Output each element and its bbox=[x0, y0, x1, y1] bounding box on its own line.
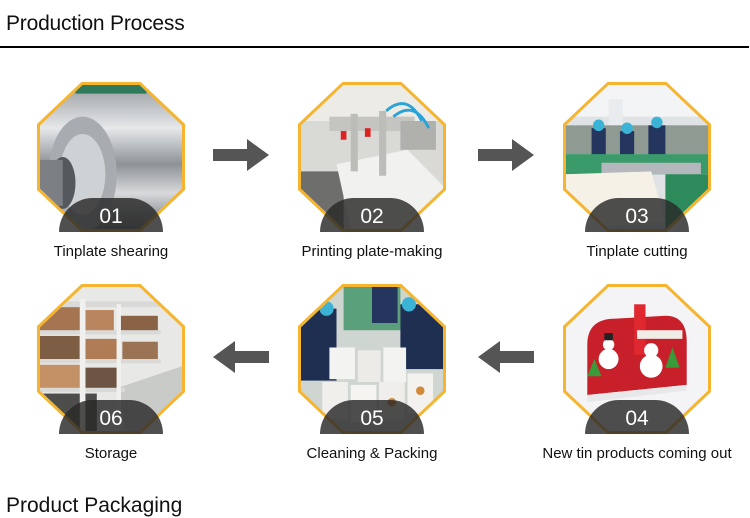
step-number-badge: 05 bbox=[320, 400, 424, 434]
step-label: New tin products coming out bbox=[542, 445, 732, 462]
process-step-06: 06 bbox=[37, 284, 185, 434]
step-number-badge: 03 bbox=[585, 198, 689, 232]
step-label: Cleaning & Packing bbox=[306, 445, 438, 462]
step-label: Tinplate cutting bbox=[586, 243, 688, 260]
title-divider bbox=[0, 46, 749, 48]
section-title: Production Process bbox=[6, 12, 185, 35]
step-number-badge: 01 bbox=[59, 198, 163, 232]
arrow-left-icon bbox=[213, 341, 269, 373]
red-mailbox-tin-image bbox=[566, 287, 708, 431]
arrow-left-icon bbox=[478, 341, 534, 373]
step-number-badge: 02 bbox=[320, 198, 424, 232]
arrow-right-icon bbox=[478, 139, 534, 171]
step-label: Tinplate shearing bbox=[53, 243, 169, 260]
step-label: Storage bbox=[84, 445, 138, 462]
process-step-05: 05 bbox=[298, 284, 446, 434]
process-step-04: 04 bbox=[563, 284, 711, 434]
step-number-badge: 06 bbox=[59, 400, 163, 434]
process-step-03: 03 bbox=[563, 82, 711, 232]
arrow-right-icon bbox=[213, 139, 269, 171]
process-step-01: 01 bbox=[37, 82, 185, 232]
next-section-title: Product Packaging bbox=[6, 494, 183, 517]
process-step-02: 02 bbox=[298, 82, 446, 232]
step-label: Printing plate-making bbox=[301, 243, 443, 260]
step-number-badge: 04 bbox=[585, 400, 689, 434]
